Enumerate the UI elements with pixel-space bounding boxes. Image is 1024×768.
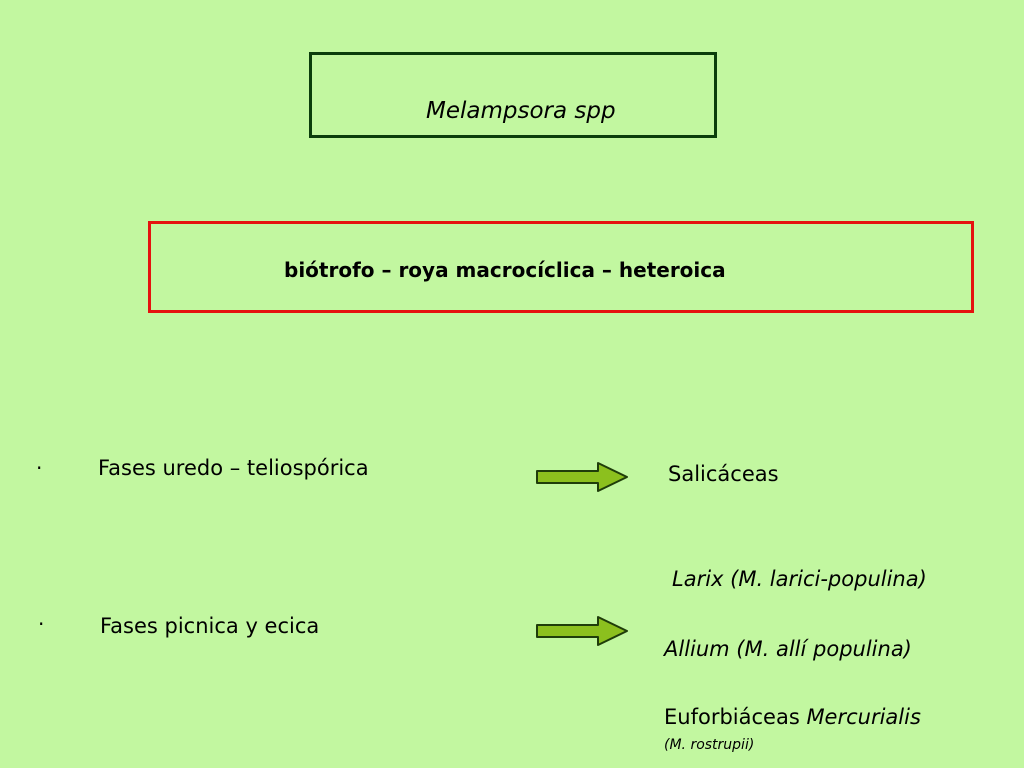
slide-title: Melampsora spp bbox=[426, 98, 616, 124]
row-2-host-note: (M. rostrupii) bbox=[664, 737, 755, 753]
slide-subtitle: biótrofo – roya macrocíclica – heteroica bbox=[284, 258, 726, 282]
row-2-host-allium: Allium (M. allí populina) bbox=[664, 637, 912, 661]
row-1-label: Fases uredo – teliospórica bbox=[98, 456, 369, 480]
title-genus: Melampsora bbox=[426, 98, 568, 124]
title-box bbox=[309, 52, 717, 138]
row-2-host-euforbiaceas: Euforbiáceas Mercurialis bbox=[664, 705, 921, 729]
bullet-2: · bbox=[38, 612, 45, 636]
host3-italic: Mercurialis bbox=[806, 705, 921, 729]
right-arrow-icon bbox=[536, 616, 628, 646]
title-suffix: spp bbox=[567, 98, 616, 124]
right-arrow-icon bbox=[536, 462, 628, 492]
row-1-host: Salicáceas bbox=[668, 462, 779, 486]
row-2-host-larix: Larix (M. larici-populina) bbox=[672, 567, 927, 591]
row-2-label: Fases picnica y ecica bbox=[100, 614, 320, 638]
host3-plain: Euforbiáceas bbox=[664, 705, 807, 729]
bullet-1: · bbox=[36, 456, 43, 480]
subtitle-box bbox=[148, 221, 974, 313]
